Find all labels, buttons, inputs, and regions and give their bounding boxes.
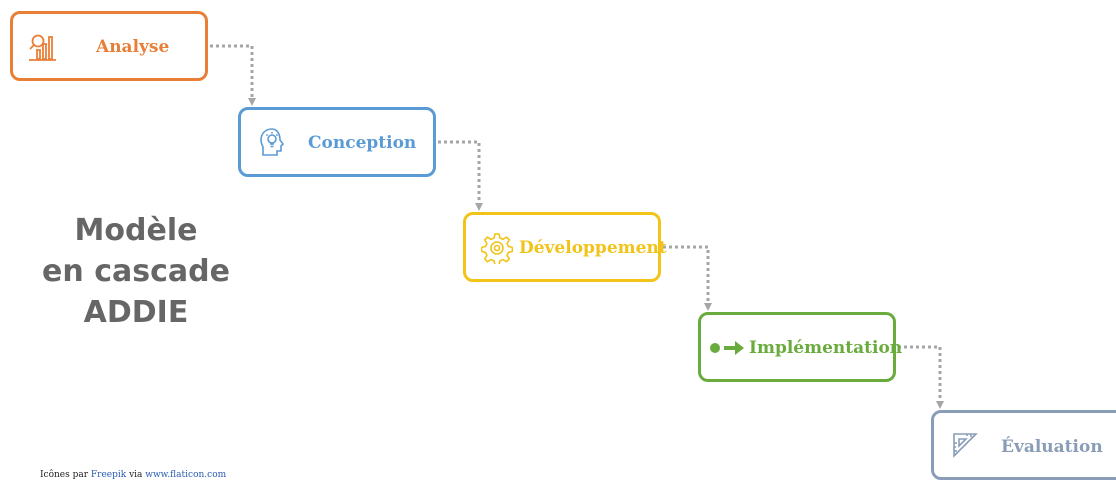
dot-arrow-icon: [709, 337, 745, 359]
credit-prefix: Icônes par: [40, 470, 91, 480]
connector-implementation-evaluation: [898, 345, 944, 409]
title-line: ADDIE: [83, 295, 189, 330]
lightbulb-head-icon: [257, 127, 287, 159]
step-implementation: Implémentation: [698, 312, 902, 382]
connector-conception-developpement: [438, 140, 483, 211]
credit-middle: via: [126, 470, 146, 480]
step-evaluation: Évaluation: [931, 410, 1116, 480]
ruler-triangle-icon: [951, 431, 979, 459]
icon-credit: Icônes par Freepik via www.flaticon.com: [40, 470, 226, 480]
title-line: Modèle: [74, 213, 198, 248]
connector-analyse-conception: [210, 44, 256, 106]
credit-site-link[interactable]: www.flaticon.com: [145, 470, 227, 480]
gear-icon: [481, 232, 513, 264]
chart-magnifier-icon: [28, 32, 58, 62]
credit-author-link[interactable]: Freepik: [90, 470, 127, 480]
step-label: Évaluation: [1001, 437, 1103, 457]
step-analyse: Analyse: [10, 11, 208, 81]
connector-developpement-implementation: [663, 245, 712, 311]
step-label: Analyse: [96, 37, 170, 57]
step-developpement: Développement: [463, 212, 667, 282]
step-label: Conception: [308, 133, 417, 153]
step-conception: Conception: [238, 107, 436, 177]
title-line: en cascade: [42, 254, 230, 289]
step-label: Développement: [519, 238, 667, 258]
diagram-title: Modèle en cascade ADDIE: [20, 210, 252, 333]
step-label: Implémentation: [749, 338, 903, 358]
